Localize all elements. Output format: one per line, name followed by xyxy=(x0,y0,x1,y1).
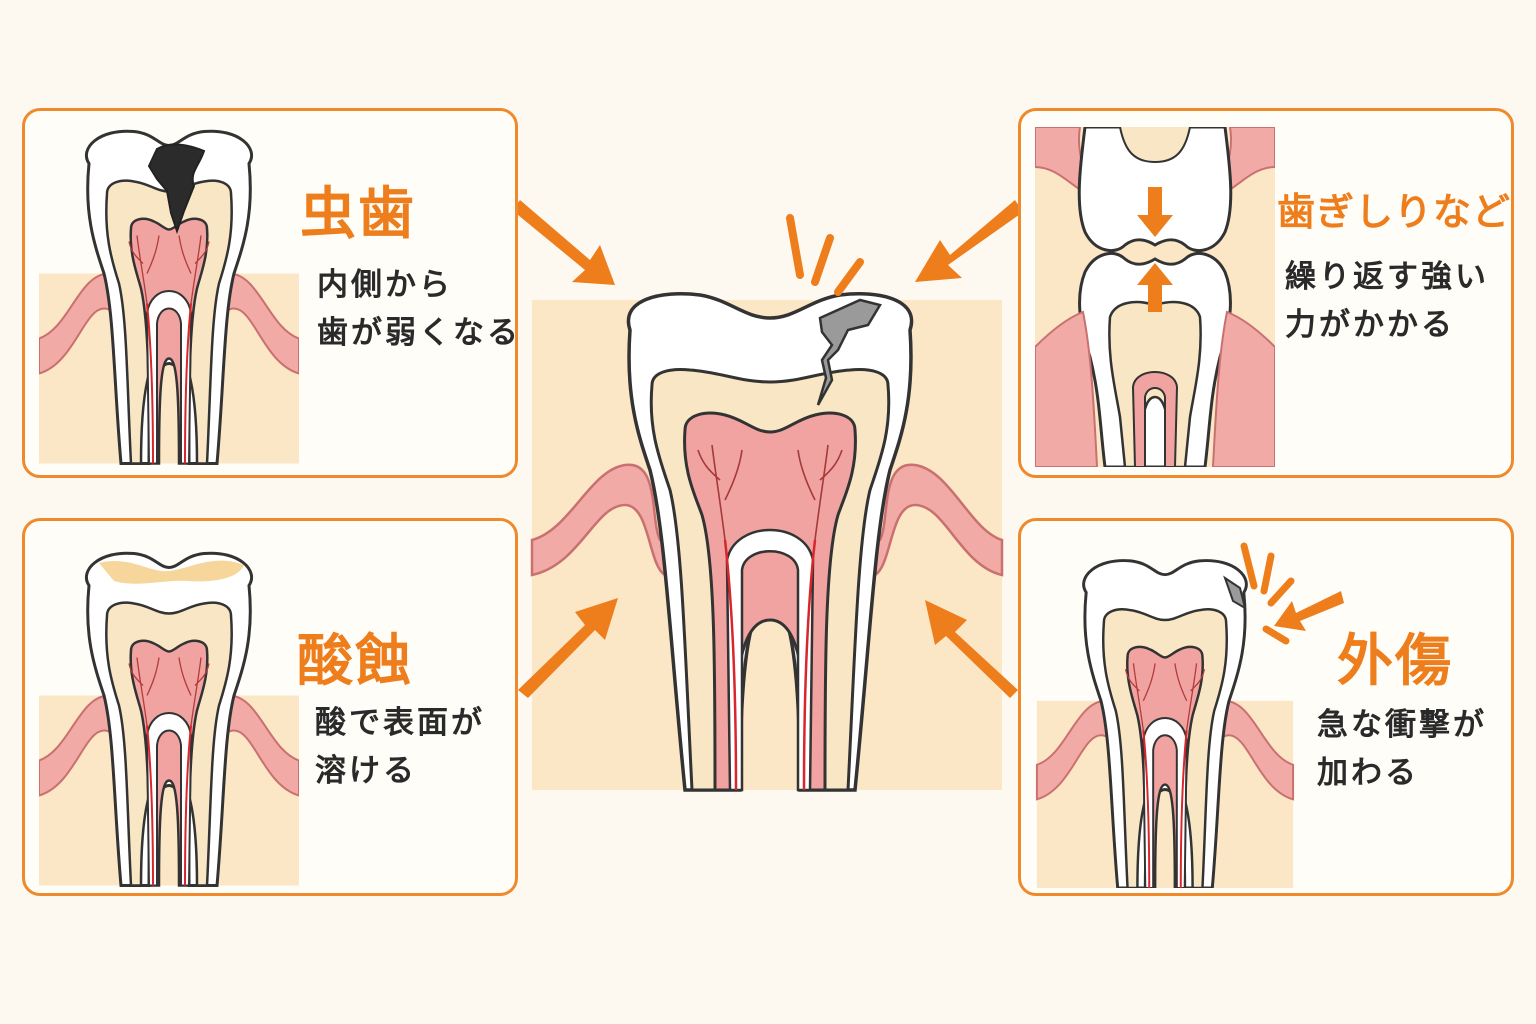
arrow-from-erosion-icon xyxy=(518,598,618,698)
crack xyxy=(816,298,882,406)
cracked-tooth xyxy=(530,214,1004,792)
cause-card-erosion: 酸蝕 酸で表面が 溶ける xyxy=(22,518,518,896)
chipped-tooth-illustration xyxy=(1035,559,1295,888)
impact-lines-icon xyxy=(786,214,864,296)
arrows xyxy=(512,200,1023,698)
decay-icon xyxy=(147,143,206,235)
card-desc-trauma: 急な衝撃が 加わる xyxy=(1317,707,1487,791)
arrow-from-cavity-icon xyxy=(512,200,615,285)
cause-card-grinding: 歯ぎしりなど 繰り返す強い 力がかかる xyxy=(1018,108,1514,478)
grinding-teeth-illustration xyxy=(1035,127,1275,467)
arrow-down-icon xyxy=(1137,187,1173,237)
card-desc-cavity: 内側から 歯が弱くなる xyxy=(317,267,518,351)
card-title-grinding: 歯ぎしりなど xyxy=(1277,190,1512,234)
card-title-erosion: 酸蝕 xyxy=(297,629,413,694)
eroded-tooth-illustration xyxy=(39,551,299,888)
chip-icon xyxy=(1223,575,1247,611)
arrow-up-icon xyxy=(1137,263,1173,312)
decayed-tooth-illustration xyxy=(39,129,299,466)
card-title-cavity: 虫歯 xyxy=(300,182,416,247)
impact-icon xyxy=(1240,542,1344,645)
erosion-icon xyxy=(99,560,244,584)
arrow-from-grinding-icon xyxy=(915,200,1023,282)
cause-card-trauma: 外傷 急な衝撃が 加わる xyxy=(1018,518,1514,896)
cause-card-cavity: 虫歯 内側から 歯が弱くなる xyxy=(22,108,518,478)
card-desc-erosion: 酸で表面が 溶ける xyxy=(315,705,485,789)
card-title-trauma: 外傷 xyxy=(1337,629,1453,694)
card-desc-grinding: 繰り返す強い 力がかかる xyxy=(1285,259,1489,343)
arrow-from-trauma-icon xyxy=(925,600,1018,698)
